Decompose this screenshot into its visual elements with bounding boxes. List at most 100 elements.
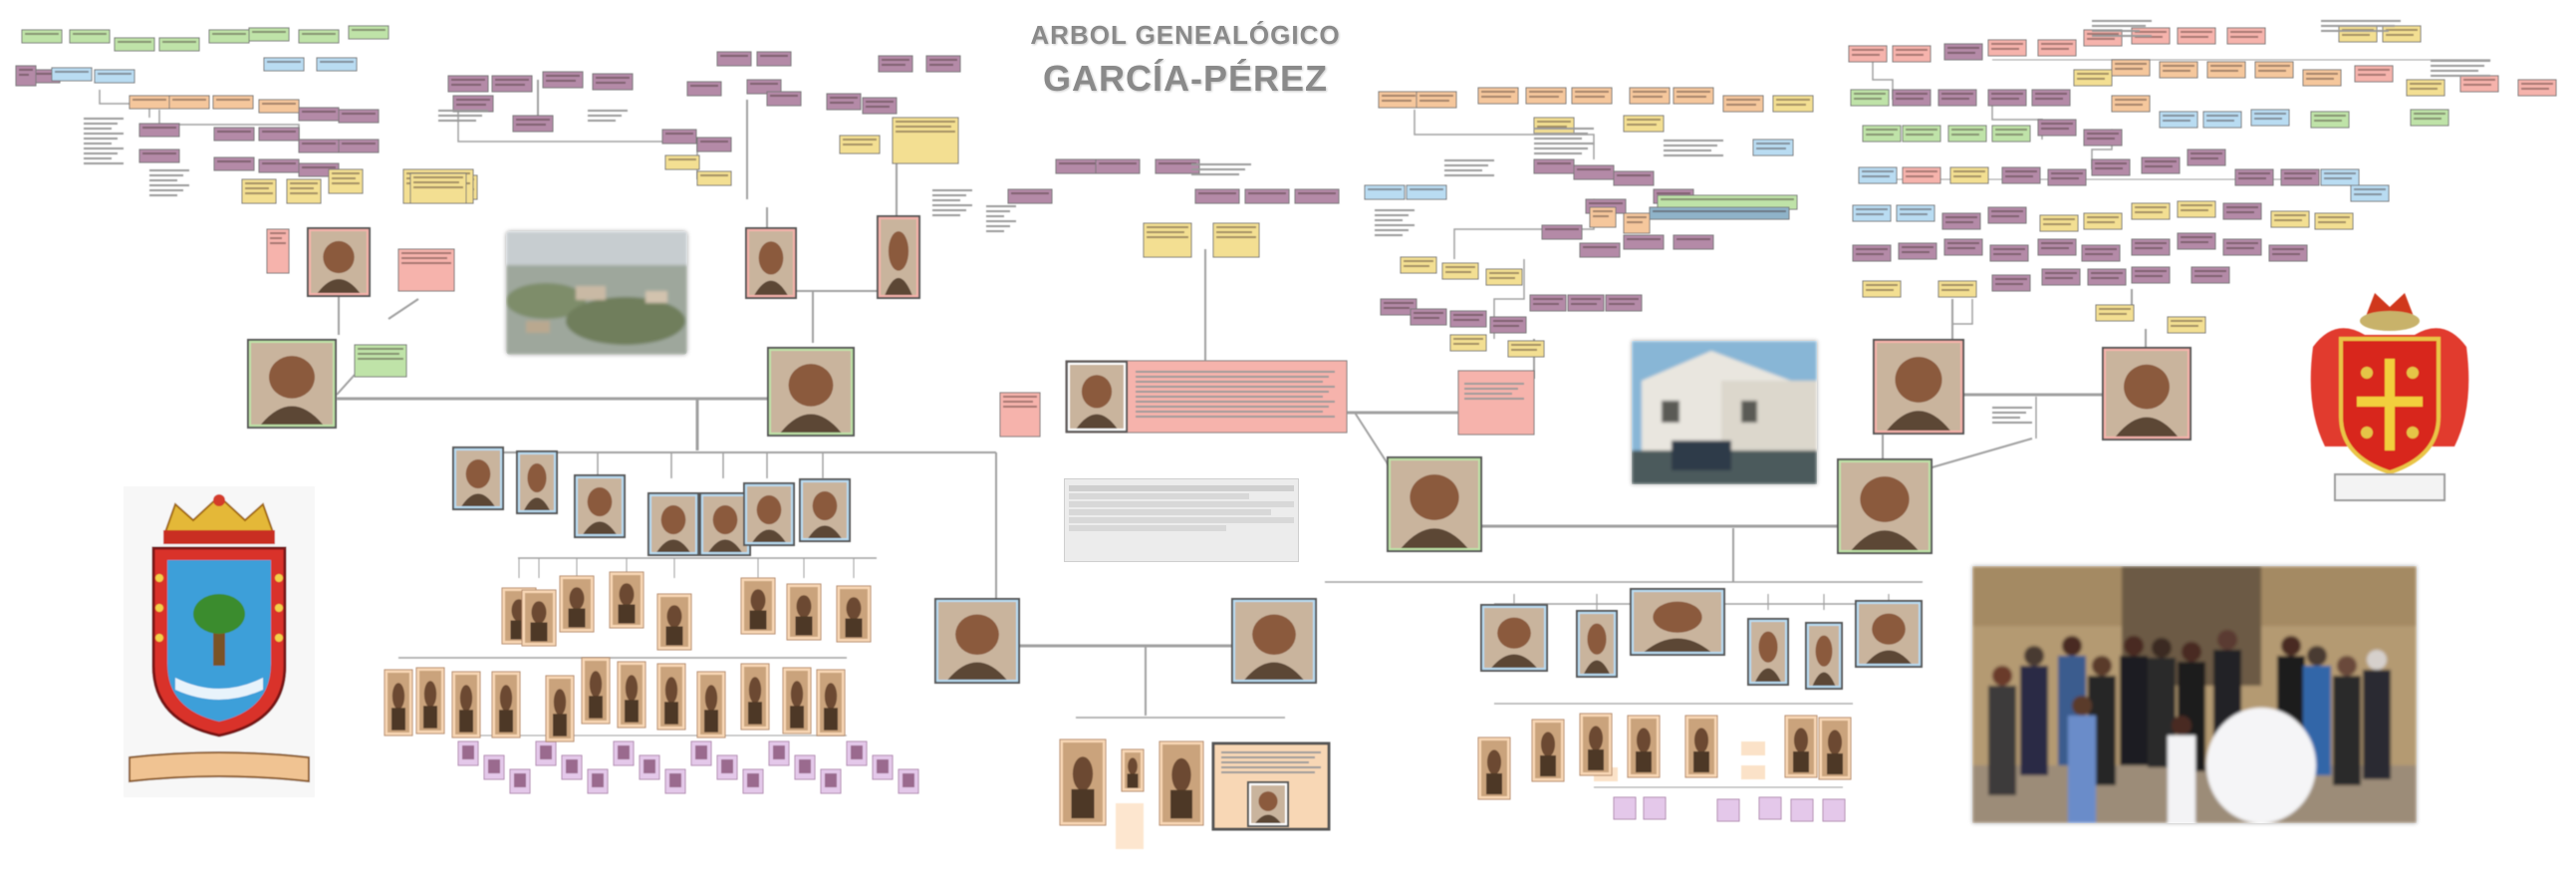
person-box xyxy=(1902,125,1941,143)
person-box xyxy=(1862,280,1902,298)
caption-text xyxy=(1464,383,1524,400)
empty-box xyxy=(1741,741,1765,755)
portrait-icon xyxy=(799,478,851,542)
person-box xyxy=(2041,268,2081,286)
person-box xyxy=(664,154,700,170)
person-box xyxy=(1571,87,1613,105)
person-box xyxy=(746,79,782,95)
person-box xyxy=(1573,164,1615,180)
portrait-icon xyxy=(745,227,797,299)
person-box xyxy=(1378,91,1419,109)
person-box xyxy=(168,95,210,110)
person-box xyxy=(1294,188,1340,204)
small-person-box xyxy=(266,228,290,274)
person-figure xyxy=(2152,638,2172,658)
person-box xyxy=(2111,59,2151,77)
person-box xyxy=(409,172,467,204)
sepia-photo xyxy=(740,577,776,635)
person-box xyxy=(2459,75,2499,93)
person-box xyxy=(338,139,380,153)
small-person-box xyxy=(1822,798,1846,822)
person-figure xyxy=(2281,636,2301,656)
person-box xyxy=(1937,280,1977,298)
person-box xyxy=(2081,244,2121,262)
person-box xyxy=(1850,89,1890,107)
caption-text xyxy=(1534,128,1594,154)
person-box xyxy=(716,51,752,67)
sepia-photo xyxy=(609,571,644,629)
sepia-photo xyxy=(1684,715,1718,778)
person-box xyxy=(348,25,389,40)
person-box xyxy=(2177,27,2216,45)
sepia-photo xyxy=(1627,715,1661,778)
person-box xyxy=(2037,119,2077,137)
person-figure xyxy=(2024,646,2044,666)
person-box xyxy=(2037,39,2077,57)
connector-line xyxy=(336,374,356,396)
person-figure xyxy=(2120,656,2148,765)
person-figure xyxy=(2168,736,2195,823)
person-box xyxy=(2111,95,2151,113)
small-person-box xyxy=(1790,798,1814,822)
person-box xyxy=(1400,256,1437,274)
person-box xyxy=(2141,156,2181,174)
person-box xyxy=(925,55,961,73)
person-box xyxy=(114,37,155,52)
sepia-photo xyxy=(656,593,692,651)
person-box xyxy=(258,99,300,114)
person-box xyxy=(2091,158,2131,176)
person-box xyxy=(1457,370,1535,436)
person-box xyxy=(1722,95,1764,113)
person-figure xyxy=(2337,656,2357,676)
small-person-photo xyxy=(747,773,759,787)
person-box xyxy=(2222,202,2262,220)
person-figure xyxy=(2172,716,2191,736)
portrait-icon xyxy=(1247,781,1289,827)
person-box xyxy=(1410,308,1447,326)
person-box xyxy=(1987,206,2027,224)
person-box xyxy=(2234,168,2274,186)
caption-text xyxy=(1136,371,1335,418)
portrait-icon xyxy=(1066,361,1128,433)
person-box xyxy=(447,75,489,93)
sepia-photo xyxy=(740,663,770,731)
small-person-photo xyxy=(902,773,914,787)
person-box xyxy=(213,156,255,171)
person-box xyxy=(2031,89,2071,107)
person-box xyxy=(2268,244,2308,262)
small-person-photo xyxy=(851,745,863,759)
sepia-photo xyxy=(1579,713,1613,776)
person-figure xyxy=(2124,636,2144,656)
small-person-photo xyxy=(799,759,811,773)
person-box xyxy=(138,148,180,163)
person-box xyxy=(452,95,494,113)
caption-text xyxy=(1992,407,2032,424)
small-person-photo xyxy=(592,773,604,787)
sepia-photo xyxy=(1121,748,1145,792)
person-box xyxy=(2517,79,2557,97)
person-box xyxy=(2410,109,2449,127)
caption-text xyxy=(1444,159,1494,176)
small-person-photo xyxy=(540,745,552,759)
person-box xyxy=(2095,304,2135,322)
person-box xyxy=(69,29,111,44)
portrait-icon xyxy=(1387,456,1482,552)
person-box xyxy=(766,91,802,107)
caption-text xyxy=(1664,140,1723,156)
person-box xyxy=(258,158,300,173)
person-box xyxy=(298,29,340,44)
person-box xyxy=(1941,212,1981,230)
sepia-photo xyxy=(617,661,646,729)
portrait-icon xyxy=(647,492,699,556)
sepia-photo xyxy=(1784,715,1818,778)
person-box xyxy=(2354,65,2394,83)
person-box xyxy=(2087,268,2127,286)
caption-text xyxy=(84,118,124,164)
person-box xyxy=(1848,45,1888,63)
person-box xyxy=(2302,69,2342,87)
person-box xyxy=(354,344,407,378)
person-figure xyxy=(2072,696,2092,716)
person-box xyxy=(1449,334,1487,352)
portrait-icon xyxy=(743,482,795,546)
